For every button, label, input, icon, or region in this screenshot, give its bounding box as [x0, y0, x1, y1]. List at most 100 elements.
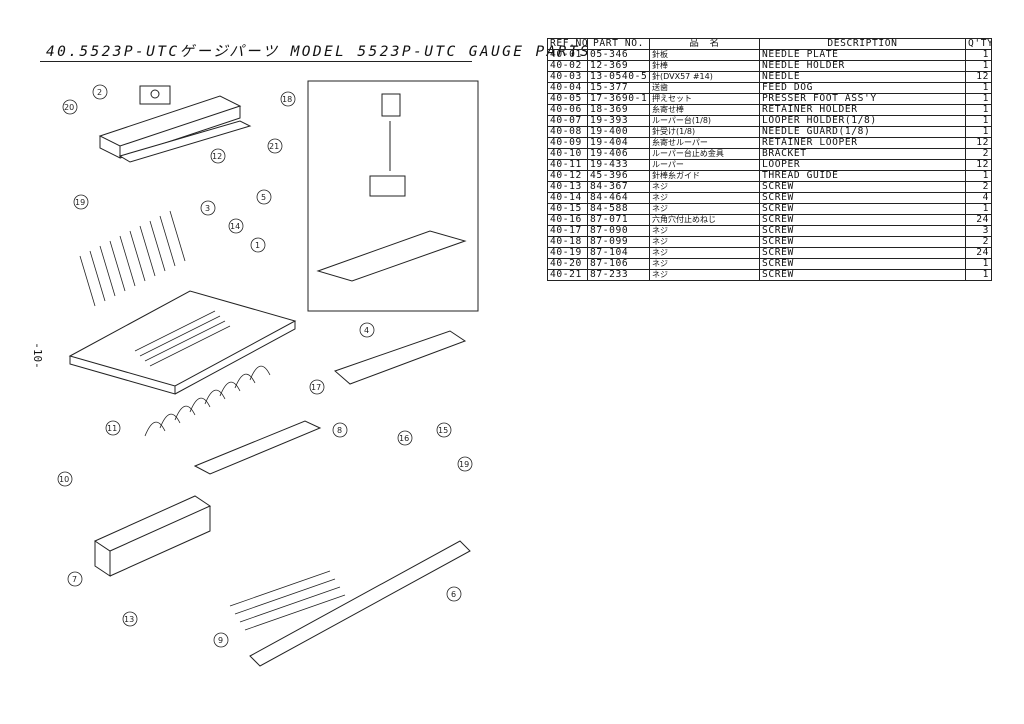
svg-text:9: 9 — [218, 636, 223, 645]
name-jp-cell: 糸寄せ棒 — [649, 104, 760, 116]
part-no-cell: 87-099 — [587, 236, 650, 248]
qty-cell: 2 — [965, 148, 992, 160]
presser-foot-part — [316, 93, 467, 282]
needle-plate-part — [68, 290, 297, 395]
ref-cell: 40-06 — [547, 104, 588, 116]
callout-numbers: 2 20 18 21 12 19 3 5 14 1 4 17 11 8 16 1… — [57, 84, 473, 648]
name-jp-cell: 送歯 — [649, 82, 760, 94]
svg-text:13: 13 — [124, 615, 134, 624]
qty-cell: 3 — [965, 225, 992, 237]
name-jp-cell: ルーパー台(1/8) — [649, 115, 760, 127]
ref-cell: 40-12 — [547, 170, 588, 182]
svg-text:4: 4 — [364, 326, 369, 335]
name-jp-cell: ネジ — [649, 203, 760, 215]
svg-text:21: 21 — [269, 142, 279, 151]
qty-cell: 1 — [965, 258, 992, 270]
description-cell: SCREW — [759, 258, 966, 270]
description-cell: NEEDLE PLATE — [759, 49, 966, 61]
description-cell: SCREW — [759, 269, 966, 281]
description-cell: RETAINER LOOPER — [759, 137, 966, 149]
description-cell: NEEDLE HOLDER — [759, 60, 966, 72]
name-jp-cell: 針(DVX57 #14) — [649, 71, 760, 83]
ref-cell: 40-10 — [547, 148, 588, 160]
part-no-cell: 19-406 — [587, 148, 650, 160]
description-cell: NEEDLE GUARD(1/8) — [759, 126, 966, 138]
qty-cell: 24 — [965, 247, 992, 259]
ref-cell: 40-07 — [547, 115, 588, 127]
name-jp-cell: 押えセット — [649, 93, 760, 105]
name-jp-cell: ネジ — [649, 181, 760, 193]
ref-cell: 40-09 — [547, 137, 588, 149]
ref-cell: 40-03 — [547, 71, 588, 83]
svg-text:8: 8 — [337, 426, 342, 435]
part-no-cell: 84-588 — [587, 203, 650, 215]
ref-cell: 40-19 — [547, 247, 588, 259]
qty-cell: 1 — [965, 115, 992, 127]
description-cell: SCREW — [759, 214, 966, 226]
ref-cell: 40-20 — [547, 258, 588, 270]
ref-cell: 40-18 — [547, 236, 588, 248]
part-no-cell: 18-369 — [587, 104, 650, 116]
name-jp-cell: 針受け(1/8) — [649, 126, 760, 138]
part-no-cell: 87-233 — [587, 269, 650, 281]
svg-text:19: 19 — [75, 198, 85, 207]
svg-text:6: 6 — [451, 590, 456, 599]
part-no-cell: 05-346 — [587, 49, 650, 61]
part-no-cell: 19-393 — [587, 115, 650, 127]
retainer-loopers-part — [144, 365, 271, 437]
svg-text:3: 3 — [205, 204, 210, 213]
qty-cell: 1 — [965, 49, 992, 61]
qty-cell: 1 — [965, 170, 992, 182]
svg-text:15: 15 — [438, 426, 448, 435]
ref-cell: 40-14 — [547, 192, 588, 204]
name-jp-cell: ネジ — [649, 192, 760, 204]
description-cell: SCREW — [759, 225, 966, 237]
part-no-cell: 19-433 — [587, 159, 650, 171]
ref-cell: 40-21 — [547, 269, 588, 281]
ref-cell: 40-13 — [547, 181, 588, 193]
loopers-part — [229, 570, 346, 631]
needles-part — [79, 210, 186, 307]
qty-cell: 12 — [965, 137, 992, 149]
name-jp-cell: ネジ — [649, 269, 760, 281]
name-jp-cell: ネジ — [649, 247, 760, 259]
svg-text:2: 2 — [97, 88, 102, 97]
ref-cell: 40-02 — [547, 60, 588, 72]
name-jp-cell: ネジ — [649, 225, 760, 237]
part-no-cell: 12-369 — [587, 60, 650, 72]
svg-text:5: 5 — [261, 193, 266, 202]
name-jp-cell: ルーパー — [649, 159, 760, 171]
retainer-holder-part — [249, 540, 471, 667]
page-title: 40.5523P-UTCゲージパーツ MODEL 5523P-UTC GAUGE… — [46, 44, 592, 60]
header-part-no: PART NO. — [587, 38, 650, 50]
qty-cell: 1 — [965, 203, 992, 215]
part-no-cell: 19-400 — [587, 126, 650, 138]
part-no-cell: 87-104 — [587, 247, 650, 259]
svg-text:11: 11 — [107, 424, 117, 433]
qty-cell: 1 — [965, 269, 992, 281]
qty-cell: 1 — [965, 104, 992, 116]
ref-cell: 40-16 — [547, 214, 588, 226]
name-jp-cell: 糸寄せルーパー — [649, 137, 760, 149]
description-cell: SCREW — [759, 192, 966, 204]
header-qty: Q'TY — [965, 38, 992, 50]
needle-guard-part — [193, 420, 322, 475]
description-cell: LOOPER HOLDER(1/8) — [759, 115, 966, 127]
description-cell: SCREW — [759, 236, 966, 248]
svg-text:16: 16 — [399, 434, 409, 443]
svg-text:12: 12 — [212, 152, 222, 161]
qty-cell: 1 — [965, 93, 992, 105]
svg-text:20: 20 — [64, 103, 74, 112]
description-cell: PRESSER FOOT ASS'Y — [759, 93, 966, 105]
